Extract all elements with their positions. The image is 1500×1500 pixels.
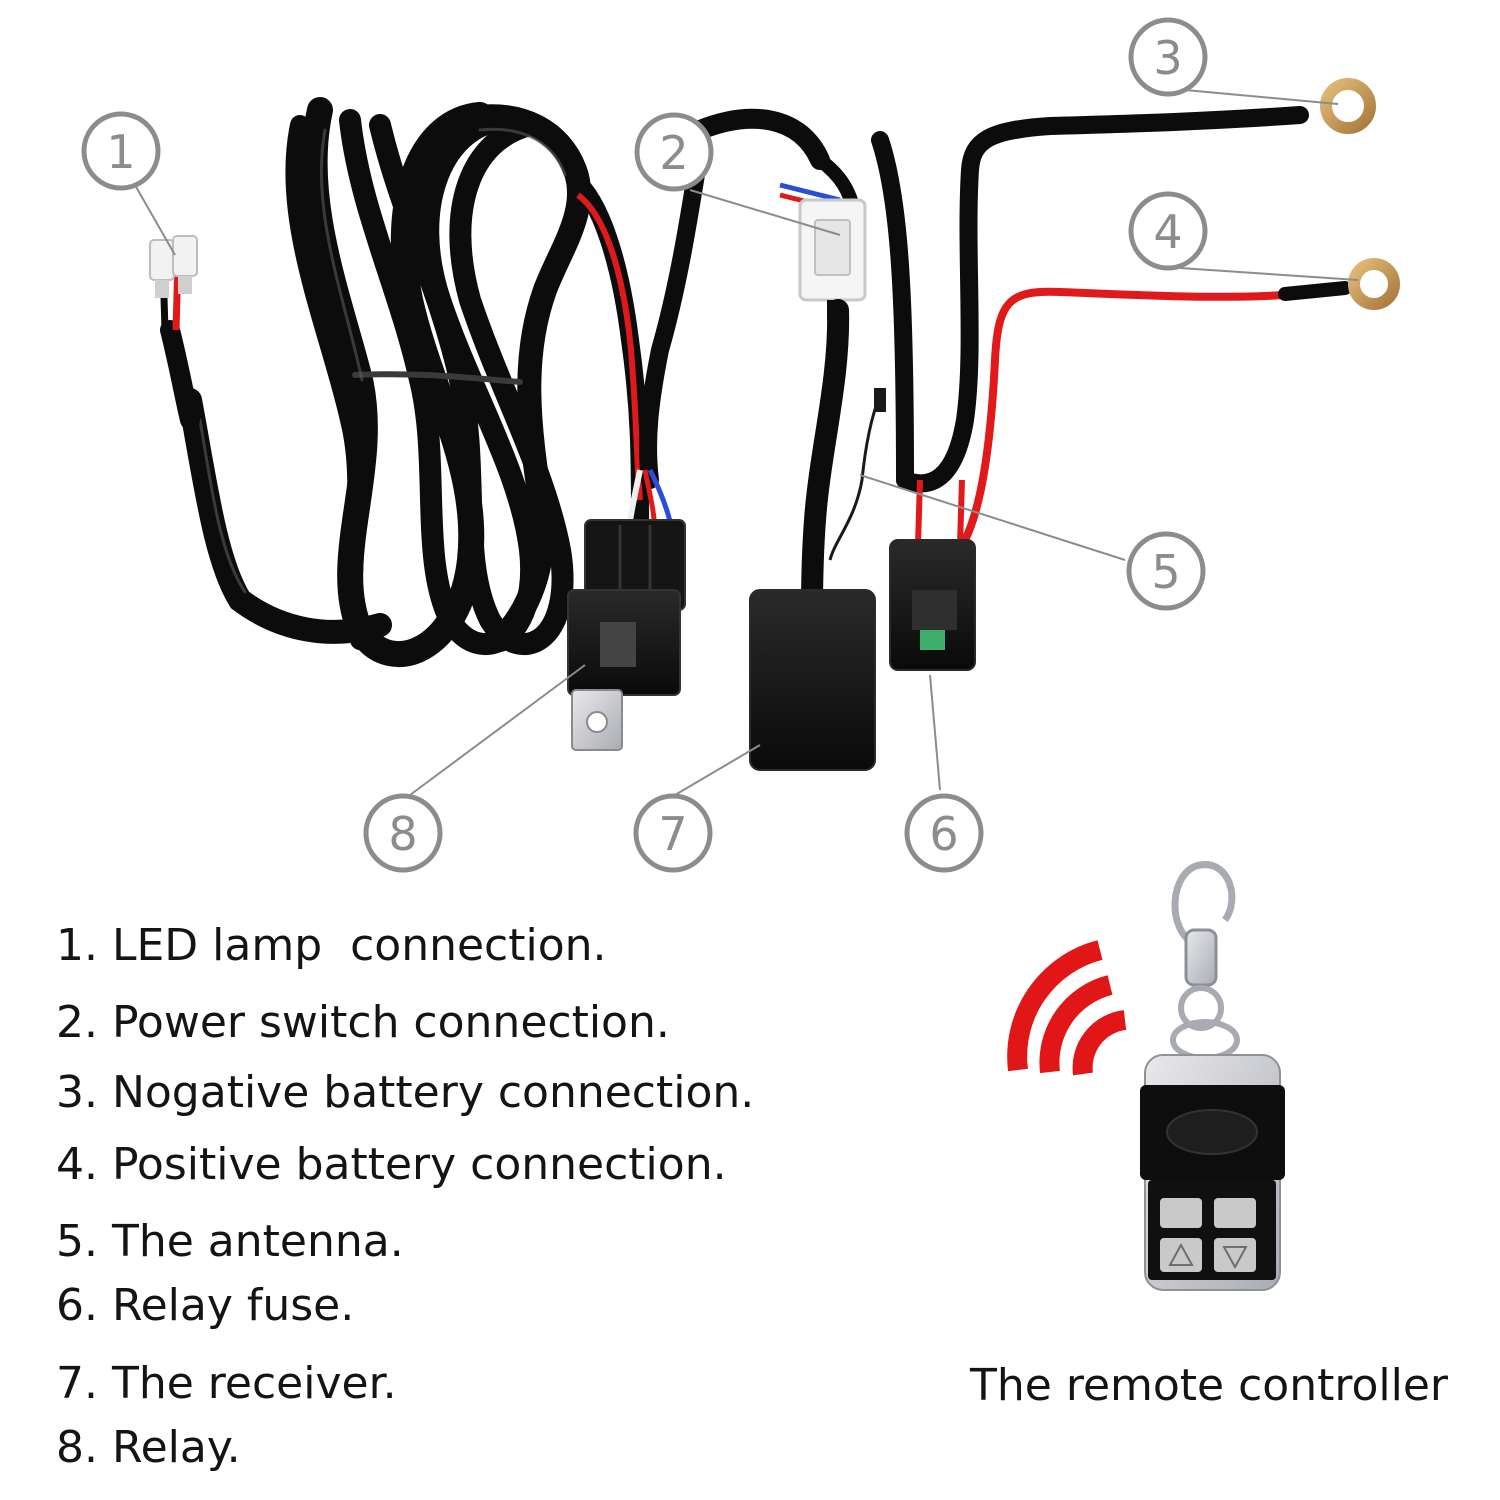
callout-3: 3	[1128, 17, 1208, 97]
svg-text:2: 2	[659, 126, 688, 180]
svg-text:3: 3	[1153, 31, 1182, 85]
legend-item-positive-battery: 4. Positive battery connection.	[56, 1139, 727, 1190]
relay-unit	[567, 468, 686, 751]
callout-6: 6	[904, 793, 984, 873]
remote-controller	[1140, 1054, 1285, 1291]
remote-button-top-left	[1160, 1198, 1202, 1228]
antenna-wire	[828, 394, 882, 561]
receiver-cable	[801, 299, 850, 621]
callout-2: 2	[634, 112, 714, 192]
svg-text:5: 5	[1151, 545, 1180, 599]
relay-fuse-holder	[889, 479, 976, 671]
antenna-coil	[874, 388, 886, 412]
red-wire-to-relay	[576, 192, 643, 501]
svg-text:4: 4	[1153, 205, 1182, 259]
triangle-down-icon	[1222, 1246, 1248, 1270]
receiver-box	[749, 589, 876, 771]
svg-text:7: 7	[658, 807, 687, 861]
svg-text:8: 8	[388, 807, 417, 861]
svg-text:1: 1	[106, 125, 135, 179]
positive-battery-terminal	[961, 258, 1400, 544]
callout-8: 8	[363, 793, 443, 873]
leader-lines	[134, 89, 1359, 796]
legend-item-led-lamp: 1. LED lamp connection.	[56, 920, 607, 971]
remote-button-top-right	[1214, 1198, 1256, 1228]
power-switch-connector	[639, 108, 867, 489]
wireless-signal-icon	[1007, 940, 1127, 1076]
callout-5: 5	[1126, 531, 1206, 611]
coiled-harness-cable	[178, 97, 649, 668]
remote-keyring	[1170, 861, 1240, 1061]
legend-item-relay: 8. Relay.	[56, 1422, 241, 1473]
triangle-up-icon	[1168, 1242, 1194, 1266]
legend-item-receiver: 7. The receiver.	[56, 1358, 397, 1409]
callout-4: 4	[1128, 191, 1208, 271]
led-lamp-connector	[149, 235, 200, 430]
remote-controller-caption: The remote controller	[970, 1360, 1449, 1411]
legend-item-relay-fuse: 6. Relay fuse.	[56, 1280, 355, 1331]
legend-item-power-switch: 2. Power switch connection.	[56, 997, 670, 1048]
legend-item-negative-battery: 3. Nogative battery connection.	[56, 1067, 755, 1118]
svg-text:6: 6	[929, 807, 958, 861]
callout-1: 1	[81, 111, 161, 191]
negative-battery-terminal	[871, 78, 1376, 493]
callout-7: 7	[633, 793, 713, 873]
legend-item-antenna: 5. The antenna.	[56, 1216, 404, 1267]
